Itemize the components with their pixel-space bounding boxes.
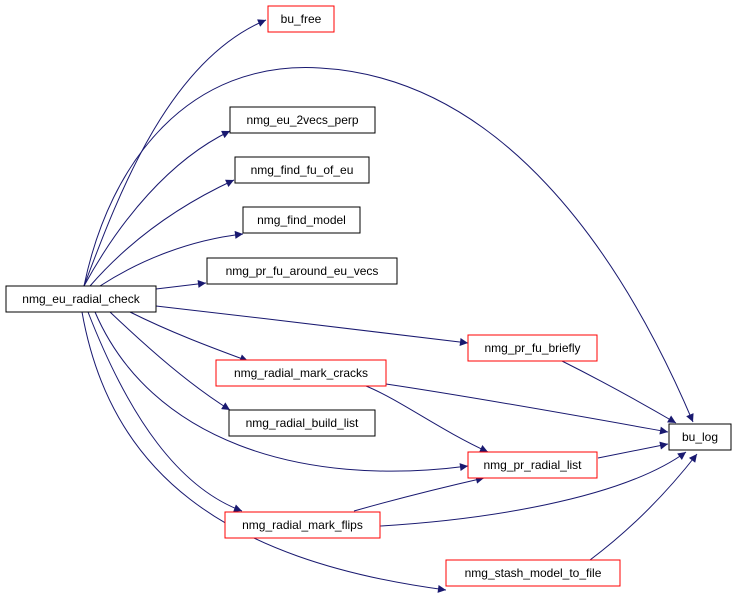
node-bu-log[interactable]: bu_log xyxy=(668,423,732,451)
node-label: nmg_radial_mark_flips xyxy=(242,518,363,532)
node-box xyxy=(228,409,376,437)
node-bu-free[interactable]: bu_free xyxy=(267,5,335,33)
edge-root-to-nmg-pr-fu-around-eu-vecs xyxy=(155,279,207,290)
node-nmg-pr-radial-list[interactable]: nmg_pr_radial_list xyxy=(467,451,598,479)
edge-nmg-stash-model-to-file-to-bu-log xyxy=(589,453,698,561)
edge-nmg-radial-mark-flips-to-bu-log xyxy=(379,451,687,527)
node-label: nmg_pr_fu_around_eu_vecs xyxy=(226,264,379,278)
nodes-layer: nmg_eu_radial_check bu_free nmg_eu_2vecs… xyxy=(5,5,732,587)
node-nmg-pr-fu-around-eu-vecs[interactable]: nmg_pr_fu_around_eu_vecs xyxy=(206,257,398,285)
edge-nmg-pr-fu-briefly-to-bu-log xyxy=(559,359,677,424)
edge-root-to-nmg-eu-2vecs-perp xyxy=(83,130,231,287)
edge-root-to-nmg-stash-model-to-file xyxy=(81,311,447,593)
node-nmg-eu-radial-check[interactable]: nmg_eu_radial_check xyxy=(5,285,157,313)
node-label: bu_log xyxy=(682,430,718,444)
node-box xyxy=(206,257,398,285)
node-label: nmg_eu_radial_check xyxy=(22,292,140,306)
node-label: nmg_find_model xyxy=(257,213,346,227)
node-label: nmg_eu_2vecs_perp xyxy=(246,113,358,127)
node-box xyxy=(234,156,370,184)
edge-root-to-bu-free xyxy=(83,19,267,287)
edge-nmg-radial-mark-flips-to-nmg-pr-radial-list xyxy=(353,475,485,512)
node-label: nmg_stash_model_to_file xyxy=(465,566,602,580)
node-label: bu_free xyxy=(281,12,322,26)
node-box xyxy=(267,5,335,33)
node-nmg-radial-build-list[interactable]: nmg_radial_build_list xyxy=(228,409,376,437)
node-box xyxy=(224,511,381,539)
edge-root-to-nmg-radial-build-list xyxy=(109,311,231,411)
node-box xyxy=(215,359,387,387)
edge-root-to-nmg-pr-fu-briefly xyxy=(155,305,469,346)
edge-root-to-nmg-pr-radial-list xyxy=(94,311,469,472)
edge-root-to-nmg-find-model xyxy=(99,230,244,287)
node-nmg-radial-mark-cracks[interactable]: nmg_radial_mark_cracks xyxy=(215,359,387,387)
edge-root-to-nmg-find-fu-of-eu xyxy=(89,179,235,287)
node-nmg-eu-2vecs-perp[interactable]: nmg_eu_2vecs_perp xyxy=(229,106,376,134)
node-label: nmg_pr_fu_briefly xyxy=(484,341,580,355)
node-box xyxy=(467,334,598,362)
node-box xyxy=(668,423,732,451)
node-box xyxy=(242,206,361,234)
node-nmg-pr-fu-briefly[interactable]: nmg_pr_fu_briefly xyxy=(467,334,598,362)
edge-root-to-bu-log xyxy=(83,67,694,423)
edge-root-to-nmg-radial-mark-cracks xyxy=(129,311,249,362)
node-nmg-find-model[interactable]: nmg_find_model xyxy=(242,206,361,234)
node-label: nmg_radial_build_list xyxy=(246,416,359,430)
node-label: nmg_pr_radial_list xyxy=(483,458,582,472)
node-nmg-radial-mark-flips[interactable]: nmg_radial_mark_flips xyxy=(224,511,381,539)
node-box xyxy=(229,106,376,134)
node-box xyxy=(5,285,157,313)
node-box xyxy=(467,451,598,479)
edges-layer xyxy=(81,19,698,593)
edge-nmg-radial-mark-cracks-to-bu-log xyxy=(385,383,669,435)
node-label: nmg_find_fu_of_eu xyxy=(251,163,354,177)
edge-nmg-pr-radial-list-to-bu-log xyxy=(597,441,669,459)
edge-nmg-radial-mark-cracks-to-nmg-pr-radial-list xyxy=(365,385,489,453)
node-nmg-stash-model-to-file[interactable]: nmg_stash_model_to_file xyxy=(445,559,621,587)
node-nmg-find-fu-of-eu[interactable]: nmg_find_fu_of_eu xyxy=(234,156,370,184)
node-box xyxy=(445,559,621,587)
edge-root-to-nmg-radial-mark-flips xyxy=(87,311,243,512)
node-label: nmg_radial_mark_cracks xyxy=(234,366,368,380)
